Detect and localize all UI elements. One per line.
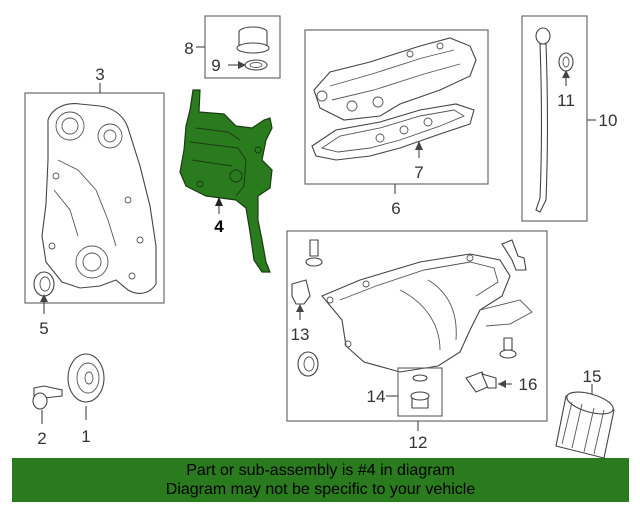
timing-chain-cover-highlighted[interactable]	[179, 89, 273, 273]
oil-filler-cap-part[interactable]	[236, 26, 270, 54]
callout-12[interactable]: 12	[409, 433, 428, 452]
info-banner: Part or sub-assembly is #4 in diagram Di…	[12, 458, 629, 502]
callout-8[interactable]: 8	[184, 39, 193, 58]
timing-cover-part[interactable]	[41, 103, 157, 294]
callout-10[interactable]: 10	[599, 111, 618, 130]
valve-cover-part[interactable]	[313, 37, 477, 121]
oil-pan-seal-part[interactable]	[297, 351, 319, 377]
callout-11[interactable]: 11	[557, 91, 575, 110]
oil-pan-bolt-side-part[interactable]	[499, 337, 517, 359]
oil-cap-seal-part[interactable]	[244, 59, 268, 71]
callout-3[interactable]: 3	[95, 65, 104, 84]
dipstick-group-box	[521, 15, 588, 222]
oil-pan-bolt-top-part[interactable]	[305, 239, 323, 267]
oil-pan-group-box	[286, 230, 548, 422]
oil-dipstick-part[interactable]	[535, 27, 551, 213]
banner-line-part-number: Part or sub-assembly is #4 in diagram	[186, 462, 455, 479]
oil-pan-part[interactable]	[321, 253, 533, 373]
oil-level-sensor-part[interactable]	[291, 279, 311, 305]
crankshaft-pulley-part[interactable]	[67, 353, 105, 403]
pulley-bolt-part[interactable]	[32, 385, 63, 410]
timing-cover-group-box	[24, 92, 165, 304]
callout-14[interactable]: 14	[367, 387, 386, 406]
oil-pressure-switch-part[interactable]	[465, 371, 497, 393]
dipstick-seal-part[interactable]	[558, 52, 574, 72]
callout-16[interactable]: 16	[519, 375, 538, 394]
callout-5[interactable]: 5	[39, 319, 48, 338]
callout-15[interactable]: 15	[583, 367, 602, 386]
drain-plug-box	[397, 367, 443, 417]
callout-9[interactable]: 9	[211, 56, 220, 75]
callout-2[interactable]: 2	[37, 429, 46, 448]
oil-drain-plug-part[interactable]	[410, 374, 430, 409]
callout-6[interactable]: 6	[391, 199, 400, 218]
callout-4[interactable]: 4	[214, 217, 224, 236]
banner-line-disclaimer: Diagram may not be specific to your vehi…	[165, 481, 476, 498]
valve-cover-group-box	[304, 29, 489, 185]
callout-7[interactable]: 7	[414, 163, 423, 182]
front-seal-part[interactable]	[33, 271, 55, 297]
callout-1[interactable]: 1	[81, 427, 90, 446]
oil-filter-part[interactable]	[555, 388, 616, 459]
callout-13[interactable]: 13	[291, 325, 310, 344]
oil-pan-bracket-part[interactable]	[501, 239, 527, 271]
valve-cover-gasket-part[interactable]	[311, 103, 475, 161]
